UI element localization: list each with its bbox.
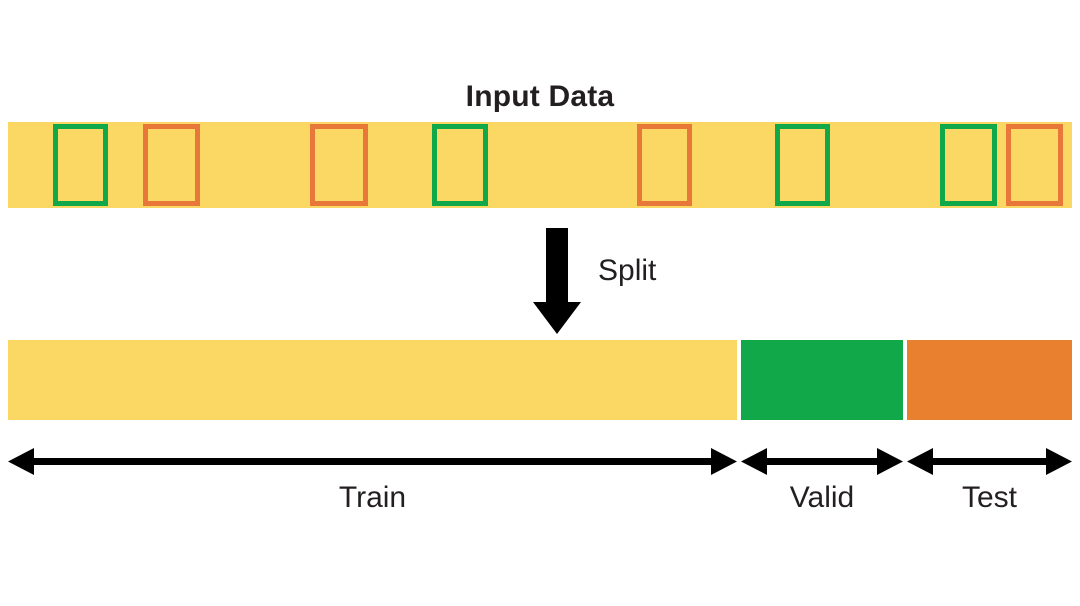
measure-arrow-valid	[741, 448, 903, 475]
input-marker-3	[310, 124, 368, 206]
measure-label-valid: Valid	[789, 481, 855, 514]
measure-arrow-test	[907, 448, 1072, 475]
split-segment-test	[907, 340, 1072, 420]
input-marker-1	[53, 124, 108, 206]
split-label: Split	[598, 254, 657, 287]
page-title: Input Data	[465, 80, 615, 113]
input-marker-2	[143, 124, 200, 206]
measure-arrow-train	[8, 448, 737, 475]
split-segment-valid	[741, 340, 903, 420]
split-segment-train	[8, 340, 737, 420]
input-marker-7	[940, 124, 997, 206]
measure-label-test: Test	[961, 481, 1018, 514]
input-marker-8	[1006, 124, 1063, 206]
input-marker-4	[432, 124, 488, 206]
split-down-arrow	[533, 228, 581, 334]
input-marker-6	[775, 124, 830, 206]
input-data-bar	[8, 122, 1072, 208]
measure-label-train: Train	[338, 481, 407, 514]
input-marker-5	[637, 124, 692, 206]
